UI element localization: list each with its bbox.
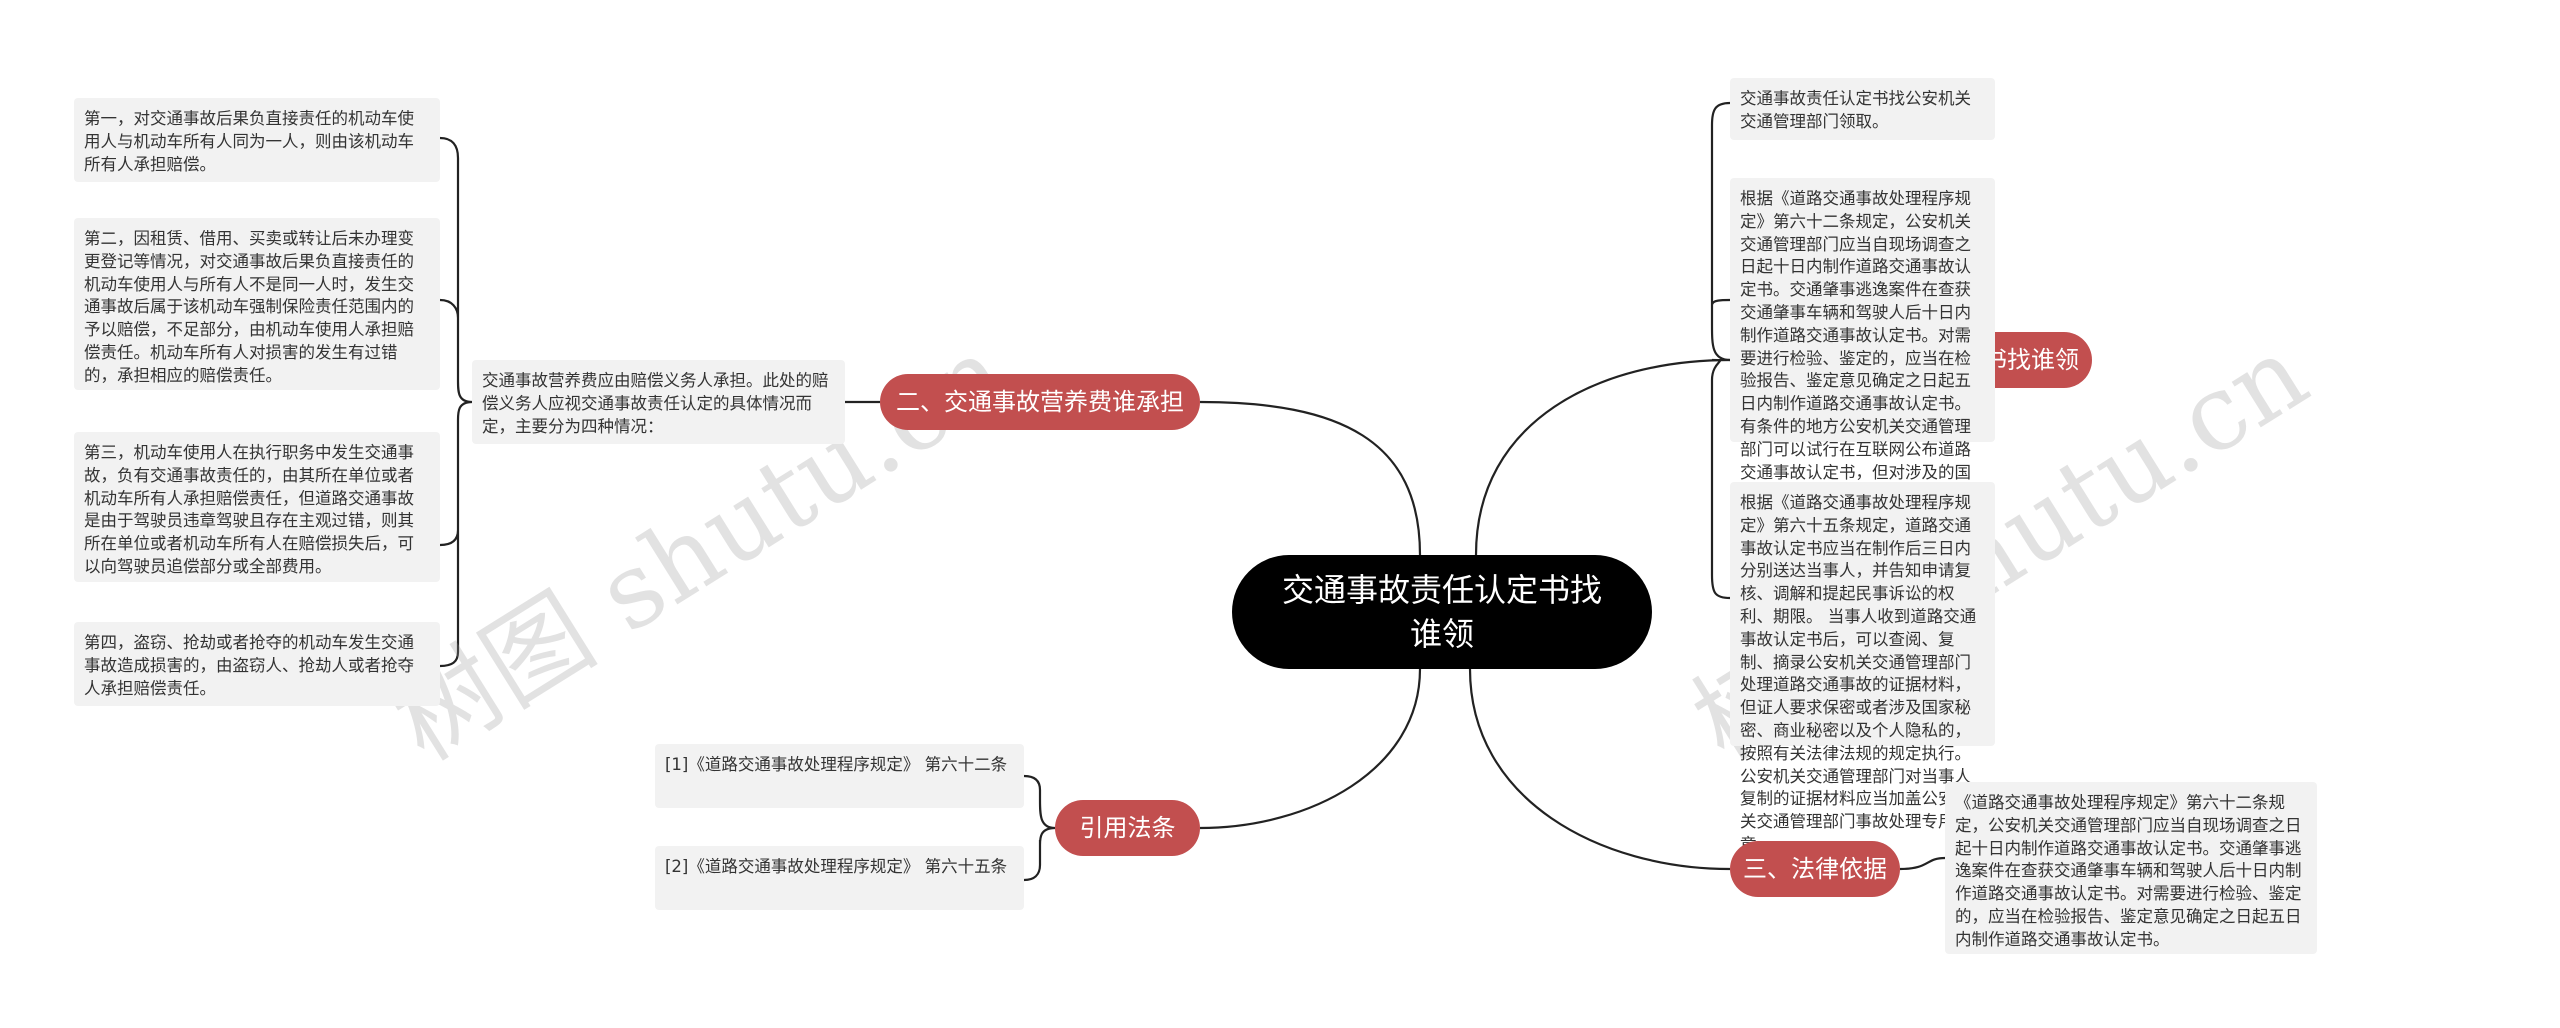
- branch-b4-label: 引用法条: [1079, 814, 1176, 842]
- leaf-b4-2: [2]《道路交通事故处理程序规定》 第六十五条: [655, 846, 1024, 910]
- leaf-b2-3: 第三，机动车使用人在执行职务中发生交通事故，负有交通事故责任的，由其所在单位或者…: [74, 432, 440, 582]
- bracket-b1: [1710, 101, 1731, 600]
- leaf-b1-1: 交通事故责任认定书找公安机关交通管理部门领取。: [1730, 78, 1995, 140]
- leaf-b2-mid: 交通事故营养费应由赔偿义务人承担。此处的赔偿义务人应视交通事故责任认定的具体情况…: [472, 360, 845, 444]
- branch-b3[interactable]: 三、法律依据: [1730, 841, 1900, 897]
- leaf-b2-4: 第四，盗窃、抢劫或者抢夺的机动车发生交通事故造成损害的，由盗窃人、抢劫人或者抢夺…: [74, 622, 440, 706]
- link-root-b3: [1468, 668, 1731, 871]
- leaf-b3-1: 《道路交通事故处理程序规定》第六十二条规定，公安机关交通管理部门应当自现场调查之…: [1945, 782, 2317, 954]
- leaf-b1-3: 根据《道路交通事故处理程序规定》第六十五条规定，道路交通事故认定书应当在制作后三…: [1730, 482, 1995, 854]
- leaf-b1-2: 根据《道路交通事故处理程序规定》第六十二条规定，公安机关交通管理部门应当自现场调…: [1730, 178, 1995, 527]
- branch-b4[interactable]: 引用法条: [1055, 800, 1200, 856]
- link-root-b1: [1474, 358, 1731, 556]
- link-root-b2: [1199, 400, 1422, 556]
- leaf-b4-1: [1]《道路交通事故处理程序规定》 第六十二条: [655, 744, 1024, 808]
- root-label: 交通事故责任认定书找谁领: [1281, 571, 1602, 653]
- branch-b3-label: 三、法律依据: [1743, 855, 1887, 883]
- branch-b2[interactable]: 二、交通事故营养费谁承担: [880, 374, 1200, 430]
- link-root-b4: [1199, 668, 1422, 830]
- root-node[interactable]: 交通事故责任认定书找谁领: [1232, 555, 1652, 669]
- leaf-b2-1: 第一，对交通事故后果负直接责任的机动车使用人与机动车所有人同为一人，则由该机动车…: [74, 98, 440, 182]
- branch-b2-label: 二、交通事故营养费谁承担: [896, 388, 1184, 416]
- link-b3-leaf: [1899, 856, 1946, 871]
- bracket-b2: [439, 136, 473, 668]
- bracket-b4: [1023, 774, 1056, 882]
- leaf-b2-2: 第二，因租赁、借用、买卖或转让后未办理变更登记等情况，对交通事故后果负直接责任的…: [74, 218, 440, 390]
